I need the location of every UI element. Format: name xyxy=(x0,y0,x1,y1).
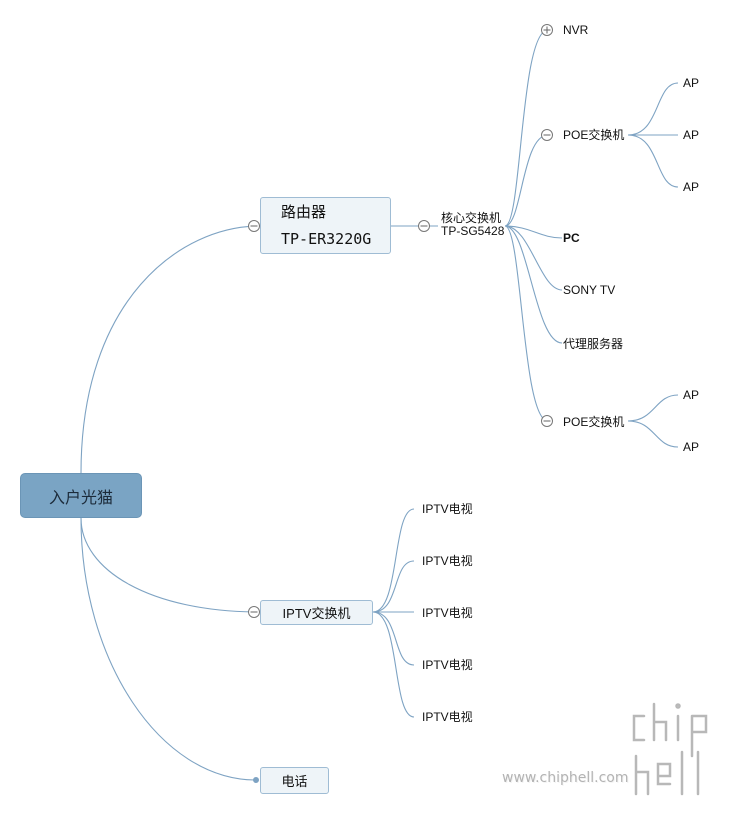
core-switch-name: 核心交换机 xyxy=(441,211,502,225)
nvr-node[interactable]: NVR xyxy=(563,23,589,37)
poe1-collapse-toggle[interactable] xyxy=(541,129,553,141)
iptv-tv-node[interactable]: IPTV电视 xyxy=(422,606,473,620)
iptv-tv-node[interactable]: IPTV电视 xyxy=(422,502,473,516)
core-collapse-toggle[interactable] xyxy=(418,220,430,232)
edge-root-phone xyxy=(80,517,257,781)
iptv-edges xyxy=(372,508,415,718)
ap-node[interactable]: AP xyxy=(683,76,700,90)
iptv-tv-node[interactable]: IPTV电视 xyxy=(422,554,473,568)
iptv-switch-label: IPTV交换机 xyxy=(282,606,351,621)
iptv-tv-node[interactable]: IPTV电视 xyxy=(422,658,473,672)
router-node[interactable]: 路由器 TP-ER3220G xyxy=(260,197,391,254)
poe2-collapse-toggle[interactable] xyxy=(541,415,553,427)
edge-root-router xyxy=(80,225,261,474)
ap-node[interactable]: AP xyxy=(683,128,700,142)
router-name: 路由器 xyxy=(281,202,327,221)
chiphell-logo-watermark xyxy=(630,700,710,798)
phone-node[interactable]: 电话 xyxy=(260,767,329,794)
root-label: 入户光猫 xyxy=(48,489,113,507)
phone-label: 电话 xyxy=(281,774,308,789)
ap-node[interactable]: AP xyxy=(683,440,700,454)
nvr-expand-toggle[interactable] xyxy=(541,24,553,36)
poe1-edges xyxy=(627,82,679,188)
ap-node[interactable]: AP xyxy=(683,388,700,402)
core-switch-node[interactable]: 核心交换机 TP-SG5428 xyxy=(441,212,504,238)
core-edges xyxy=(504,29,563,422)
edge-root-iptv-switch xyxy=(80,517,261,613)
sony-tv-node[interactable]: SONY TV xyxy=(563,283,616,297)
router-model: TP-ER3220G xyxy=(281,229,372,248)
poe-switch-1-node[interactable]: POE交换机 xyxy=(563,128,625,142)
iptv-tv-node[interactable]: IPTV电视 xyxy=(422,710,473,724)
router-collapse-toggle[interactable] xyxy=(248,220,260,232)
poe-switch-2-node[interactable]: POE交换机 xyxy=(563,415,625,429)
pc-node[interactable]: PC xyxy=(563,231,580,245)
ap-node[interactable]: AP xyxy=(683,180,700,194)
watermark-url: www.chiphell.com xyxy=(502,770,629,786)
root-node-fiber-modem[interactable]: 入户光猫 xyxy=(20,473,142,518)
proxy-server-node[interactable]: 代理服务器 xyxy=(563,337,624,351)
core-switch-model: TP-SG5428 xyxy=(441,224,505,238)
iptv-switch-collapse-toggle[interactable] xyxy=(248,606,260,618)
phone-connector-dot xyxy=(253,777,259,783)
poe2-edges xyxy=(627,394,679,448)
iptv-switch-node[interactable]: IPTV交换机 xyxy=(260,600,373,625)
